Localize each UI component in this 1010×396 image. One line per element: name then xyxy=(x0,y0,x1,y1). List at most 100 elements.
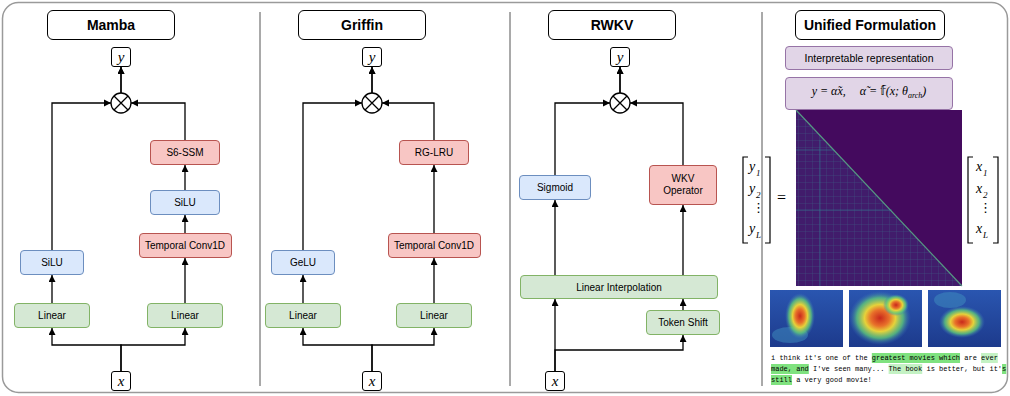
title-box: Unified Formulation xyxy=(795,10,945,40)
activation-box: GeLU xyxy=(271,250,335,275)
connector-arrow xyxy=(433,165,434,233)
equals-sign: = xyxy=(777,190,786,206)
linear-box: Linear xyxy=(265,303,341,328)
operator-box: WKV Operator xyxy=(649,165,717,205)
connector-arrow xyxy=(121,328,185,371)
operator-box: Temporal Conv1D xyxy=(388,233,481,258)
operator-box: S6-SSM xyxy=(150,140,220,165)
linear-box: Linear xyxy=(14,303,90,328)
linear-box: Linear xyxy=(396,303,472,328)
multiply-symbol xyxy=(111,93,630,113)
connector-arrow xyxy=(184,165,185,190)
node-text: Interpretable representation xyxy=(805,52,934,64)
variable-box: x xyxy=(362,371,382,391)
variable-box: y xyxy=(111,47,131,67)
subscript: 1 xyxy=(983,169,988,178)
node-text: S6-SSM xyxy=(166,147,203,158)
variable-box: y xyxy=(610,47,630,67)
node-text: y = α̃x, xyxy=(812,84,846,98)
panel-separator xyxy=(510,12,511,386)
node-text: RWKV xyxy=(591,17,634,33)
vector-bracket xyxy=(743,157,998,243)
node-text: x xyxy=(369,373,376,390)
node-text: Linear xyxy=(38,310,66,321)
node-text: Sigmoid xyxy=(537,182,573,193)
vector-entry: y xyxy=(749,222,755,236)
vector-entry: x xyxy=(976,222,982,236)
variable-box: x xyxy=(111,371,131,391)
vector-entry: x xyxy=(976,182,982,196)
text-sample: i think it's one of the greatest movies … xyxy=(771,353,1007,386)
connector-arrow xyxy=(184,258,185,303)
subscript: L xyxy=(983,231,988,240)
node-text: Linear Interpolation xyxy=(576,282,662,293)
saliency-map xyxy=(849,290,922,347)
variable-box: x xyxy=(545,371,565,391)
vertical-ellipsis: ⋮ xyxy=(752,201,765,214)
node-text: Griffin xyxy=(341,17,383,33)
vector-entry: x xyxy=(976,160,982,174)
node-text: GeLU xyxy=(290,257,316,268)
activation-box: SiLU xyxy=(20,250,84,275)
arrow-head xyxy=(104,100,637,107)
subscript: L xyxy=(756,231,761,240)
node-text: x xyxy=(118,373,125,390)
subscript: 2 xyxy=(756,191,761,200)
node-text: y xyxy=(369,49,376,66)
outer-border xyxy=(3,3,1008,393)
node-text: y xyxy=(617,49,624,66)
connector-arrow xyxy=(303,328,372,371)
connector-arrow xyxy=(372,328,434,371)
panel-separator xyxy=(260,12,261,386)
node-text: arch xyxy=(908,91,922,100)
node-text: SiLU xyxy=(41,257,63,268)
connector-arrow xyxy=(620,67,683,165)
connector-arrow xyxy=(51,275,52,303)
attention-matrix xyxy=(796,110,962,286)
connector-arrow xyxy=(555,67,620,175)
activation-box: SiLU xyxy=(150,190,220,215)
formula-box: Interpretable representation xyxy=(785,46,953,70)
node-text: RG-LRU xyxy=(415,147,453,158)
title-box: RWKV xyxy=(548,10,676,40)
connector-arrow xyxy=(555,335,683,371)
node-text: Token Shift xyxy=(658,317,707,328)
node-text: ) xyxy=(922,84,926,98)
subscript: 1 xyxy=(756,169,761,178)
title-box: Mamba xyxy=(47,10,175,40)
node-text: α̃ = 𝕗(x; θ xyxy=(860,84,908,98)
node-text: y xyxy=(118,49,125,66)
connector-arrow xyxy=(554,200,555,275)
operator-box: Temporal Conv1D xyxy=(139,233,232,258)
variable-box: y xyxy=(362,47,382,67)
node-text: SiLU xyxy=(174,197,196,208)
saliency-map xyxy=(770,290,843,347)
node-text: Linear xyxy=(289,310,317,321)
connector-arrow xyxy=(184,215,185,233)
connector-arrow xyxy=(682,299,683,310)
connector-arrow xyxy=(433,258,434,303)
linear-box: Linear Interpolation xyxy=(520,275,718,299)
vector-entry: y xyxy=(749,182,755,196)
activation-box: Sigmoid xyxy=(519,175,591,200)
operator-box: RG-LRU xyxy=(399,140,469,165)
panel-separator xyxy=(762,12,763,386)
vector-entry: y xyxy=(749,160,755,174)
subscript: 2 xyxy=(983,191,988,200)
node-text: Unified Formulation xyxy=(804,17,936,33)
connector-arrow xyxy=(303,67,372,250)
saliency-map xyxy=(928,290,1001,347)
connector-arrow xyxy=(52,328,121,371)
node-text: Temporal Conv1D xyxy=(145,240,225,251)
node-text: WKV Operator xyxy=(654,173,712,197)
node-text: Linear xyxy=(171,310,199,321)
node-text: Linear xyxy=(420,310,448,321)
connector-arrow xyxy=(682,205,683,275)
node-text: Mamba xyxy=(87,17,135,33)
linear-box: Linear xyxy=(147,303,223,328)
linear-box: Token Shift xyxy=(646,310,720,335)
connector-arrow xyxy=(302,275,303,303)
node-text: Temporal Conv1D xyxy=(394,240,474,251)
formula-box: y = α̃x, α̃ = 𝕗(x; θarch) xyxy=(785,77,953,110)
vertical-ellipsis: ⋮ xyxy=(979,201,992,214)
